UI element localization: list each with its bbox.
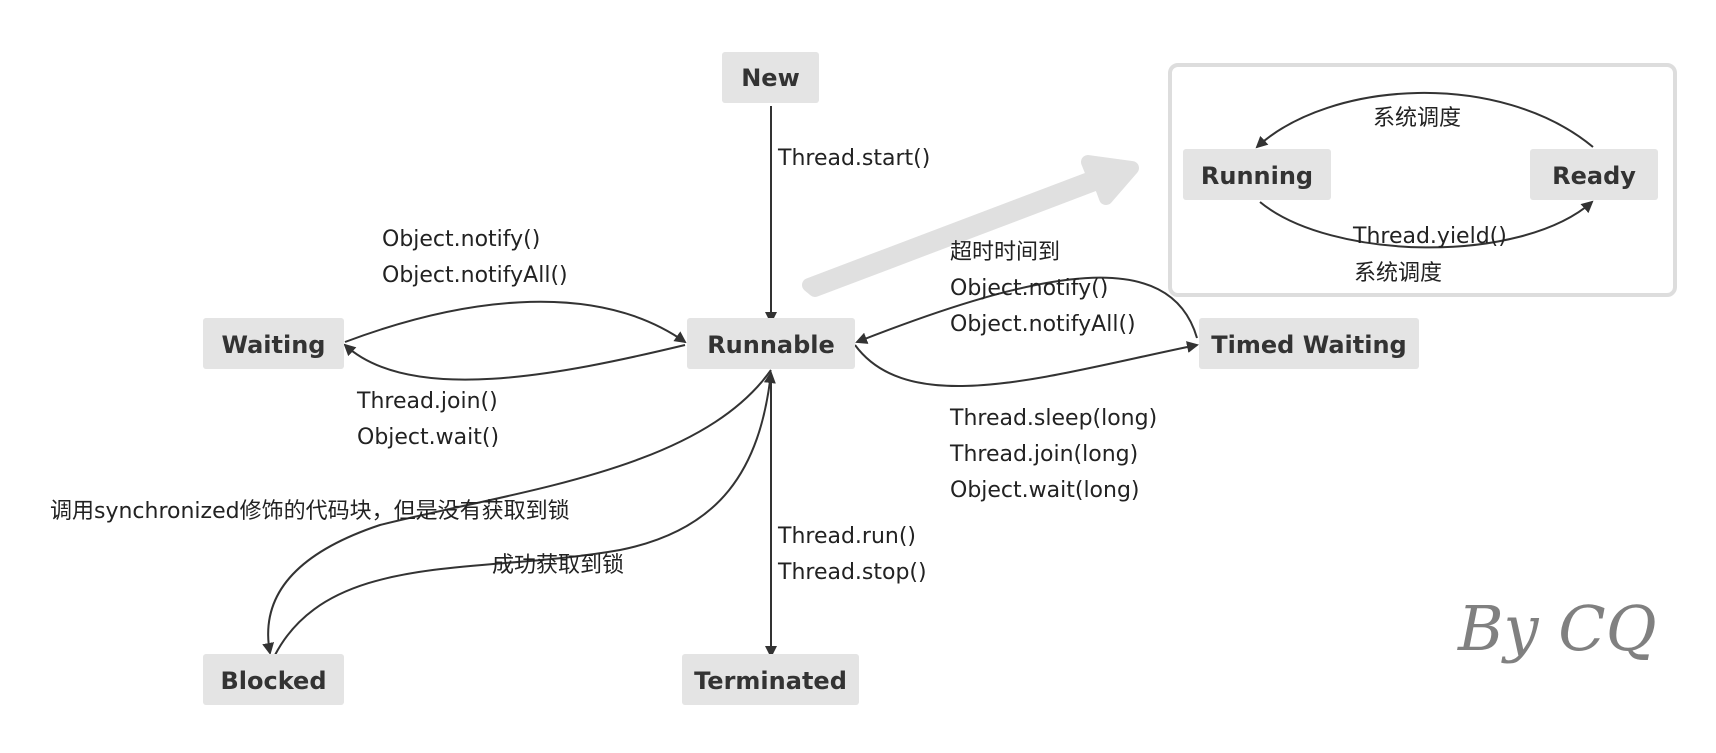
label-thread-sleep-long: Thread.sleep(long) xyxy=(949,406,1157,431)
edge-blocked-to-runnable xyxy=(274,371,776,656)
running-ready-group xyxy=(1168,63,1677,297)
state-waiting-label: Waiting xyxy=(221,331,325,359)
edge-timed-waiting-to-runnable xyxy=(855,276,1198,344)
edge-ready-to-running xyxy=(1255,92,1594,149)
label-synchronized-no-lock: 调用synchronized修饰的代码块，但是没有获取到锁 xyxy=(50,499,570,524)
state-terminated: Terminated xyxy=(682,654,859,705)
label-timeout: 超时时间到 xyxy=(950,240,1060,265)
state-blocked: Blocked xyxy=(203,654,344,705)
edge-runnable-to-waiting xyxy=(343,343,686,381)
edge-running-to-ready xyxy=(1259,200,1594,249)
label-object-notify-waiting: Object.notify() xyxy=(382,227,540,252)
label-object-notifyall-timed: Object.notifyAll() xyxy=(950,312,1136,337)
label-thread-join: Thread.join() xyxy=(356,389,498,414)
label-object-notify-timed: Object.notify() xyxy=(950,276,1108,301)
label-lock-acquired: 成功获取到锁 xyxy=(492,553,624,578)
label-object-notifyall-waiting: Object.notifyAll() xyxy=(382,263,568,288)
state-timed-waiting-label: Timed Waiting xyxy=(1211,331,1406,359)
state-new-label: New xyxy=(741,64,800,92)
state-running: Running xyxy=(1183,149,1331,200)
label-scheduler-ready-to-running: 系统调度 xyxy=(1373,106,1461,131)
state-blocked-label: Blocked xyxy=(220,667,326,695)
edge-runnable-to-blocked xyxy=(262,369,772,655)
label-thread-join-long: Thread.join(long) xyxy=(949,442,1138,467)
label-thread-yield: Thread.yield() xyxy=(1352,224,1507,249)
label-thread-run: Thread.run() xyxy=(777,524,916,549)
edge-waiting-to-runnable xyxy=(344,300,687,344)
label-scheduler-running-to-ready: 系统调度 xyxy=(1354,261,1442,286)
state-timed-waiting: Timed Waiting xyxy=(1199,318,1419,369)
state-runnable-label: Runnable xyxy=(707,331,835,359)
label-object-wait-long: Object.wait(long) xyxy=(950,478,1140,503)
label-thread-stop: Thread.stop() xyxy=(777,560,927,585)
state-running-label: Running xyxy=(1201,162,1313,190)
zoom-arrow-icon xyxy=(802,155,1139,297)
state-runnable: Runnable xyxy=(687,318,855,369)
state-waiting: Waiting xyxy=(203,318,344,369)
state-ready: Ready xyxy=(1530,149,1658,200)
edge-runnable-to-timed-waiting xyxy=(854,341,1199,388)
label-object-wait: Object.wait() xyxy=(357,425,499,450)
state-ready-label: Ready xyxy=(1552,162,1636,190)
state-terminated-label: Terminated xyxy=(694,667,847,695)
signature: By CQ xyxy=(1457,592,1657,665)
state-new: New xyxy=(722,52,819,103)
label-thread-start: Thread.start() xyxy=(777,146,930,171)
